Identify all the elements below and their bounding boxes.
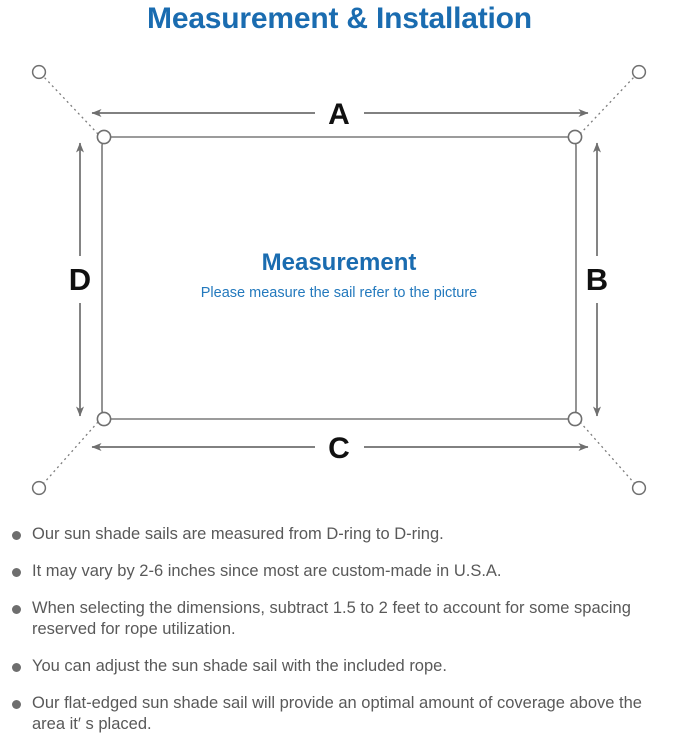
page-title: Measurement & Installation xyxy=(147,2,532,35)
note-text: You can adjust the sun shade sail with t… xyxy=(32,657,447,675)
anchor-ring-bottom-right xyxy=(631,480,647,496)
anchor-ring-group xyxy=(31,64,647,496)
d-ring-top-right xyxy=(567,129,583,145)
anchor-ring-bottom-left xyxy=(31,480,47,496)
note-text: Our flat-edged sun shade sail will provi… xyxy=(32,694,642,733)
dimension-label-c: C xyxy=(328,432,350,465)
bullet-icon xyxy=(12,568,21,577)
d-ring-group xyxy=(96,129,583,427)
notes-list: Our sun shade sails are measured from D-… xyxy=(0,524,679,751)
d-ring-bottom-right xyxy=(567,411,583,427)
note-text: It may vary by 2-6 inches since most are… xyxy=(32,562,502,580)
bullet-icon xyxy=(12,700,21,709)
anchor-ring-top-left xyxy=(31,64,47,80)
measurement-diagram: A C D B Measurement Please measure the s… xyxy=(0,46,679,516)
list-item: Our flat-edged sun shade sail will provi… xyxy=(0,693,679,735)
anchor-ring-top-right xyxy=(631,64,647,80)
rope-lines xyxy=(42,75,636,485)
dimension-label-b: B xyxy=(586,262,608,297)
note-text: When selecting the dimensions, subtract … xyxy=(32,599,631,638)
list-item: Our sun shade sails are measured from D-… xyxy=(0,524,679,545)
list-item: You can adjust the sun shade sail with t… xyxy=(0,656,679,677)
bullet-icon xyxy=(12,531,21,540)
d-ring-top-left xyxy=(96,129,112,145)
list-item: When selecting the dimensions, subtract … xyxy=(0,598,679,640)
bullet-icon xyxy=(12,605,21,614)
sail-rectangle xyxy=(101,136,577,420)
diagram-center-heading: Measurement xyxy=(262,249,417,276)
dimension-label-a: A xyxy=(328,98,350,131)
note-text: Our sun shade sails are measured from D-… xyxy=(32,525,444,543)
list-item: It may vary by 2-6 inches since most are… xyxy=(0,561,679,582)
d-ring-bottom-left xyxy=(96,411,112,427)
bullet-icon xyxy=(12,663,21,672)
diagram-center-subtext: Please measure the sail refer to the pic… xyxy=(201,285,477,301)
dimension-label-d: D xyxy=(69,262,91,297)
